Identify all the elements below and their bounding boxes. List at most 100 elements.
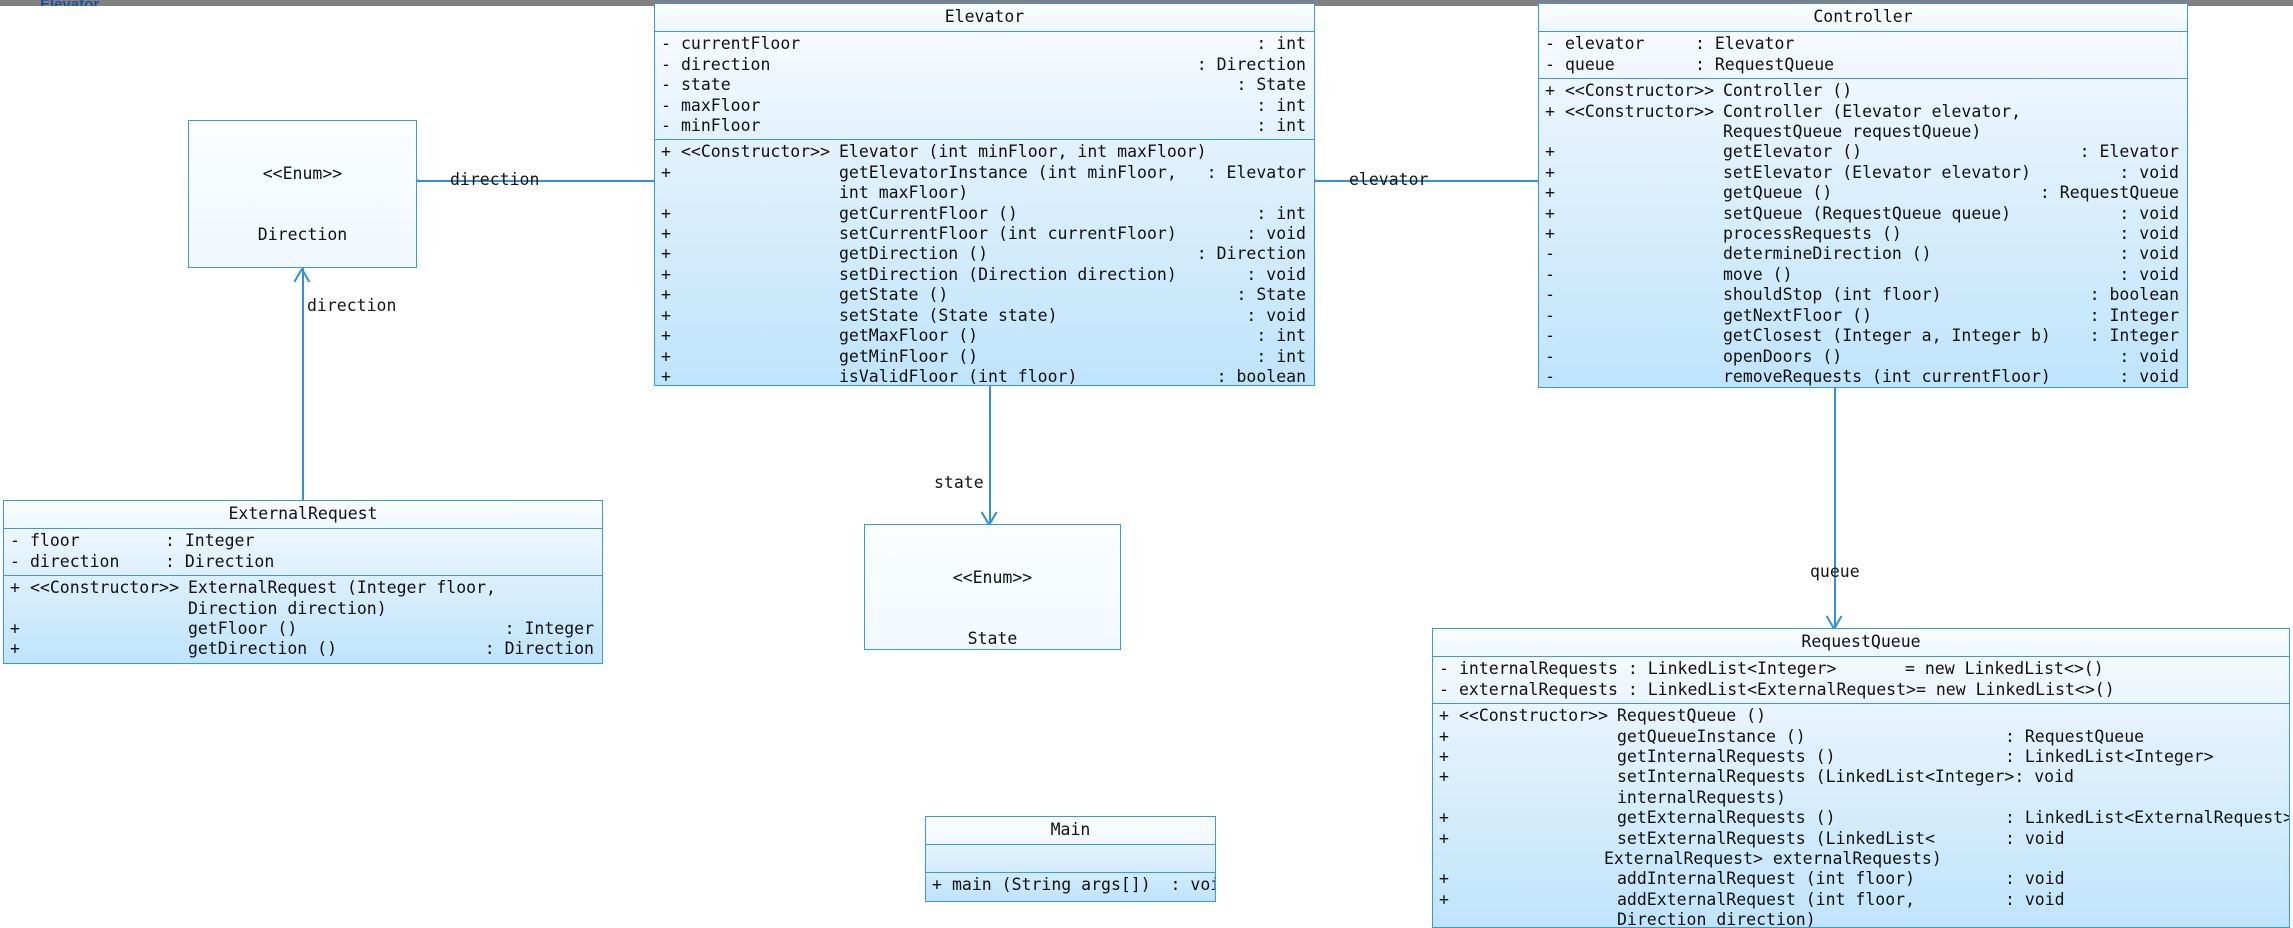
operation-row: + setElevator (Elevator elevator) : void [1539, 163, 2187, 183]
operation-row: + getInternalRequests () : LinkedList<In… [1433, 747, 2289, 767]
visibility: + [661, 366, 671, 386]
operation-type: : boolean [2089, 285, 2179, 305]
class-title-controller: Controller [1539, 4, 2187, 33]
operation-row: + getFloor () : Integer [4, 619, 602, 639]
operation-row: - determineDirection () : void [1539, 244, 2187, 264]
class-box-request-queue[interactable]: RequestQueue - internalRequests : Linked… [1432, 628, 2290, 928]
attribute-row: - queue : RequestQueue [1539, 55, 2187, 75]
visibility: + [1545, 203, 1555, 223]
enum-header-state: <<Enum>> State [865, 525, 1120, 649]
attribute-name: internalRequests : LinkedList<Integer> [1459, 659, 1837, 679]
operation-row: + getDirection () : Direction [4, 639, 602, 659]
operation-name: getExternalRequests () [1617, 808, 1836, 828]
operation-continuation-row: Direction direction) [4, 599, 602, 619]
operation-type: : void [1246, 305, 1306, 325]
operation-continuation-row: RequestQueue requestQueue) [1539, 122, 2187, 142]
visibility: + [661, 142, 671, 162]
operation-name: Controller (Elevator elevator, [1723, 101, 2022, 121]
attribute-row: - currentFloor : int [655, 34, 1314, 54]
operation-name: move () [1723, 264, 1793, 284]
operation-row: - removeRequests (int currentFloor) : vo… [1539, 367, 2187, 387]
operation-type: : RequestQueue [2039, 183, 2179, 203]
operation-row: + isValidFloor (int floor) : boolean [655, 366, 1314, 386]
operation-row: + processRequests () : void [1539, 224, 2187, 244]
enum-box-direction[interactable]: <<Enum>> Direction + UP : EnumConstant +… [188, 120, 417, 268]
class-title-main: Main [926, 817, 1215, 846]
visibility: - [1545, 264, 1555, 284]
operation-type: : void [2119, 366, 2179, 386]
attribute-row: - direction : Direction [655, 55, 1314, 75]
class-box-controller[interactable]: Controller - elevator : Elevator - queue… [1538, 3, 2188, 388]
visibility: + [1439, 726, 1449, 746]
visibility: + [661, 244, 671, 264]
operation-name: getState () [839, 285, 949, 305]
attribute-type: : int [1256, 34, 1306, 54]
operation-name: getNextFloor () [1723, 305, 1873, 325]
assoc-label-externalrequest-direction: direction [307, 296, 397, 315]
visibility: - [1545, 305, 1555, 325]
operation-type: : Elevator [2079, 142, 2179, 162]
operation-row: - getNextFloor () : Integer [1539, 306, 2187, 326]
visibility: + [661, 346, 671, 366]
class-box-main[interactable]: Main + main (String args[]) : void [925, 816, 1216, 902]
operation-type: : Integer [2089, 326, 2179, 346]
class-title-elevator: Elevator [655, 4, 1314, 33]
operation-name: determineDirection () [1723, 244, 1932, 264]
operation-type: : void [2119, 244, 2179, 264]
enum-title-direction: Direction [257, 225, 348, 245]
operation-name: processRequests () [1723, 224, 1902, 244]
operation-type: : void [2119, 162, 2179, 182]
stereotype: <<Constructor>> [681, 142, 831, 162]
operation-row: - openDoors () : void [1539, 347, 2187, 367]
operation-continuation-row: ExternalRequest> externalRequests) [1433, 849, 2289, 869]
operation-type: : boolean [1216, 366, 1306, 386]
visibility: + [1439, 747, 1449, 767]
class-attributes-external-request: - floor : Integer - direction : Directio… [4, 529, 602, 577]
operation-row: - move () : void [1539, 265, 2187, 285]
visibility: + [661, 264, 671, 284]
operation-continuation: int maxFloor) [839, 183, 969, 203]
visibility: - [661, 34, 671, 54]
attribute-default: = new LinkedList<>() [1905, 659, 2104, 679]
assoc-label-elevator-state: state [934, 473, 984, 492]
attribute-row: - state : State [655, 75, 1314, 95]
attribute-name: minFloor [681, 116, 761, 136]
operation-row: + addExternalRequest (int floor, : void [1433, 890, 2289, 910]
attribute-row: - floor : Integer [4, 531, 602, 551]
operation-type: : void [2005, 889, 2065, 909]
attribute-row: - externalRequests : LinkedList<External… [1433, 680, 2289, 700]
operation-name: getDirection () [188, 639, 338, 659]
operation-name: openDoors () [1723, 346, 1843, 366]
operation-name: setInternalRequests (LinkedList<Integer> [1617, 767, 2015, 787]
operation-name: getElevatorInstance (int minFloor, [839, 162, 1177, 182]
visibility: - [661, 116, 671, 136]
enum-box-state[interactable]: <<Enum>> State + MOVING : EnumConstant +… [864, 524, 1121, 650]
operation-name: getCurrentFloor () [839, 203, 1018, 223]
operation-row: + setQueue (RequestQueue queue) : void [1539, 204, 2187, 224]
visibility: + [932, 875, 942, 895]
operation-name: getMinFloor () [839, 346, 979, 366]
visibility: + [1439, 706, 1449, 726]
visibility: + [661, 203, 671, 223]
class-attributes-request-queue: - internalRequests : LinkedList<Integer>… [1433, 657, 2289, 705]
stereotype: <<Constructor>> [1565, 101, 1715, 121]
operation-row: + <<Constructor>> RequestQueue () [1433, 706, 2289, 726]
operation-row: + setCurrentFloor (int currentFloor) : v… [655, 224, 1314, 244]
visibility: - [1545, 346, 1555, 366]
operation-type: : LinkedList<Integer> [2005, 747, 2214, 767]
attribute-name: direction [681, 54, 771, 74]
operation-name: setExternalRequests (LinkedList< [1617, 828, 1935, 848]
visibility: + [1439, 767, 1449, 787]
operation-name: addExternalRequest (int floor, [1617, 889, 1916, 909]
visibility: + [1545, 162, 1555, 182]
attribute-name: externalRequests : LinkedList<ExternalRe… [1459, 679, 1916, 699]
class-box-external-request[interactable]: ExternalRequest - floor : Integer - dire… [3, 500, 603, 664]
operation-name: setCurrentFloor (int currentFloor) [839, 224, 1177, 244]
operation-row: + setDirection (Direction direction) : v… [655, 265, 1314, 285]
class-box-elevator[interactable]: Elevator - currentFloor : int - directio… [654, 3, 1315, 386]
operation-type: : Elevator [1206, 162, 1306, 182]
attribute-row: - minFloor : int [655, 116, 1314, 136]
operation-row: + getQueue () : RequestQueue [1539, 183, 2187, 203]
class-attributes-main [926, 845, 1215, 874]
operation-name: shouldStop (int floor) [1723, 285, 1942, 305]
